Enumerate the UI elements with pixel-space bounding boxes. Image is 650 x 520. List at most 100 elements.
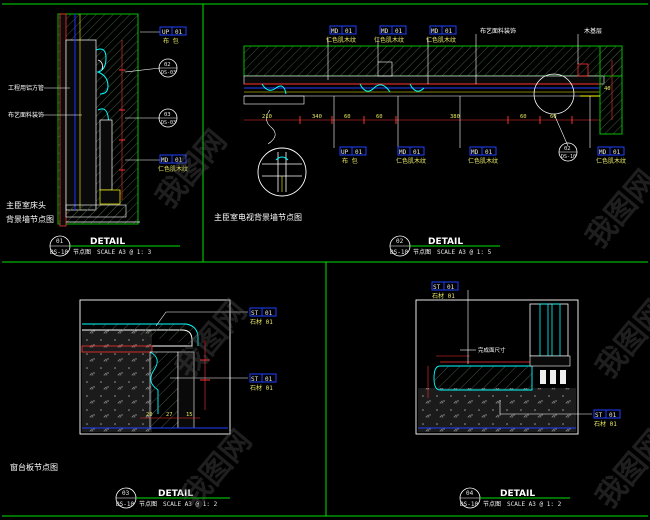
panel-01-caption-line1: 主臣室床头 xyxy=(6,200,46,210)
tag-num: 01 xyxy=(175,157,183,164)
panel-ref: DS-10 xyxy=(460,501,478,508)
panel-ref: DS-10 xyxy=(116,501,134,508)
dim-label: 27 xyxy=(166,412,173,418)
watermark-text: 我图网 xyxy=(589,424,650,515)
panel-02-tag-bottom-2: MD 01 仁色肌木纹 xyxy=(396,96,426,165)
dim-label: 15 xyxy=(186,412,193,418)
tag-name: 仁色肌木纹 xyxy=(158,165,188,173)
watermark-text: 我图网 xyxy=(579,164,650,255)
panel-number: 01 xyxy=(56,238,64,245)
tag-name: 石材 01 xyxy=(250,318,273,326)
panel-01-title-block: 01 DS-10 DETAIL 节点图 SCALE A3 @ 1: 3 xyxy=(49,235,180,257)
tag-name: 仁色肌木纹 xyxy=(326,36,356,44)
panel-ref: DS-10 xyxy=(390,249,408,256)
tag-num: 01 xyxy=(485,149,493,156)
watermark-layer: 我图网 我图网 我图网 我图网 我图网 我图网 xyxy=(149,124,650,515)
tag-name: 石材 01 xyxy=(432,292,455,300)
detail-title: DETAIL xyxy=(500,489,535,499)
tag-name: 仁色肌木纹 xyxy=(596,157,626,165)
tag-num: 01 xyxy=(345,28,353,35)
tag-name: 仁色肌木纹 xyxy=(426,36,456,44)
node-label: 节点图 xyxy=(73,248,91,256)
tag-code: MD xyxy=(431,28,439,35)
tag-code: MD xyxy=(399,149,407,156)
panel-01-tag-md: MD 01 仁色肌木纹 xyxy=(158,154,188,173)
tag-code: MD xyxy=(381,28,389,35)
tag-name: 仁色肌木纹 xyxy=(468,157,498,165)
panel-04-tag-2: ST 01 石材 01 xyxy=(593,409,621,428)
panel-02-note: 布艺面料装饰 xyxy=(480,27,516,35)
callout-ref: DS-10 xyxy=(561,154,576,160)
panel-number: 03 xyxy=(122,490,130,497)
dim-label: 40 xyxy=(604,86,611,92)
tag-code: UP xyxy=(341,149,349,156)
tag-code: UP xyxy=(162,29,170,36)
detail-title: DETAIL xyxy=(158,489,193,499)
tag-num: 01 xyxy=(265,376,273,383)
panel-02-drawing xyxy=(243,45,623,197)
leader-note: 布艺面料装饰 xyxy=(8,111,44,119)
tag-num: 01 xyxy=(447,284,455,291)
panel-01-caption-line2: 背景墙节点图 xyxy=(6,214,54,224)
scale-text: SCALE A3 @ 1: 2 xyxy=(163,501,218,508)
tag-code: MD xyxy=(471,149,479,156)
tag-code: ST xyxy=(251,310,259,317)
panel-02-title-block: 02 DS-10 DETAIL 节点图 SCALE A3 @ 1: 5 xyxy=(389,235,500,257)
panel-number: 04 xyxy=(466,490,474,497)
tag-code: ST xyxy=(595,412,603,419)
dim-label: 60 xyxy=(344,114,351,120)
node-label: 节点图 xyxy=(483,500,501,508)
tag-code: MD xyxy=(161,157,169,164)
tag-num: 01 xyxy=(355,149,363,156)
panel-04-tag-1: ST 01 石材 01 xyxy=(431,281,459,300)
tag-name: 石材 01 xyxy=(594,420,617,428)
tag-num: 01 xyxy=(413,149,421,156)
tag-code: MD xyxy=(331,28,339,35)
scale-text: SCALE A3 @ 1: 2 xyxy=(507,501,562,508)
detail-title: DETAIL xyxy=(428,237,463,247)
tag-code: ST xyxy=(433,284,441,291)
tag-num: 01 xyxy=(445,28,453,35)
panel-02-tag-top-2: MD 01 仁色肌木纹 xyxy=(374,25,407,62)
panel-02-section-callout: 02 DS-10 xyxy=(553,113,578,162)
panel-02-tag-bottom-1: UP 01 布 包 xyxy=(333,96,367,165)
panel-04-note: 完成面尺寸 xyxy=(478,346,506,354)
node-label: 节点图 xyxy=(139,500,157,508)
dim-label: 340 xyxy=(312,114,322,120)
panel-03-title-block: 03 DS-10 DETAIL 节点图 SCALE A3 @ 1: 2 xyxy=(115,487,230,509)
panel-ref: DS-10 xyxy=(50,249,68,256)
node-label: 节点图 xyxy=(413,248,431,256)
watermark-text: 我图网 xyxy=(589,294,650,385)
panel-03-drawing xyxy=(79,299,248,435)
dim-label: 380 xyxy=(450,114,460,120)
panel-01-tag-up: UP 01 布 包 xyxy=(159,26,187,45)
panel-02-tag-bottom-3: MD 01 仁色肌木纹 xyxy=(459,96,498,165)
tag-name: 布 包 xyxy=(342,157,358,165)
panel-03-tag-2: ST 01 石材 01 xyxy=(249,373,277,392)
panel-02-dimensions: 210 340 60 60 380 60 60 40 xyxy=(262,86,611,120)
dim-label: 60 xyxy=(550,114,557,120)
detail-title: DETAIL xyxy=(90,237,125,247)
callout-num: 02 xyxy=(164,62,171,68)
sheet-frames xyxy=(2,3,648,517)
scale-text: SCALE A3 @ 1: 5 xyxy=(437,249,492,256)
dim-label: 60 xyxy=(376,114,383,120)
tag-num: 01 xyxy=(395,28,403,35)
panel-02-note: 木基层 xyxy=(584,27,602,35)
panel-01-drawing xyxy=(44,13,161,227)
callout-num: 03 xyxy=(164,112,171,118)
panel-02-tag-bottom-4: MD 01 仁色肌木纹 xyxy=(589,96,626,165)
panel-03-tag-1: ST 01 石材 01 xyxy=(249,307,277,326)
panel-04-drawing xyxy=(415,290,592,435)
tag-num: 01 xyxy=(609,412,617,419)
tag-num: 01 xyxy=(613,149,621,156)
dim-label: 60 xyxy=(520,114,527,120)
tag-name: 布 包 xyxy=(163,37,179,45)
dim-label: 20 xyxy=(146,412,153,418)
callout-ref: DS-03 xyxy=(161,70,176,76)
tag-code: ST xyxy=(251,376,259,383)
panel-number: 02 xyxy=(396,238,404,245)
tag-name: 石材 01 xyxy=(250,384,273,392)
tag-num: 01 xyxy=(175,29,183,36)
